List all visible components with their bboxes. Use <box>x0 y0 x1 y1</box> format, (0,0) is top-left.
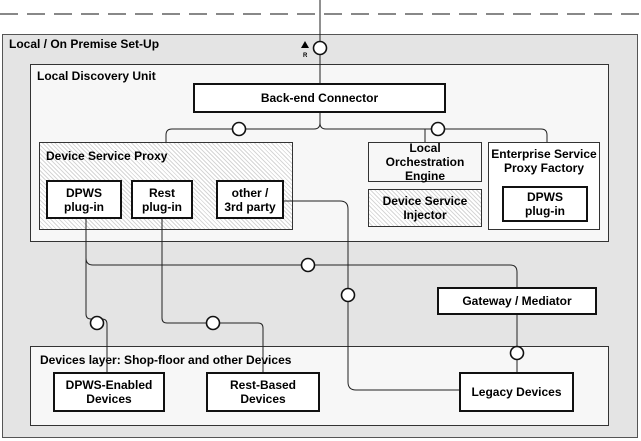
interface-circle-dpws-devices <box>89 315 105 331</box>
injector-line1: Device Service <box>382 194 468 208</box>
local-setup-title: Local / On Premise Set-Up <box>9 37 160 51</box>
arrow-up-icon <box>301 41 309 48</box>
rest-devices-line2: Devices <box>240 392 286 406</box>
legacy-devices-label: Legacy Devices <box>471 385 562 399</box>
other-plugin-line2: 3rd party <box>224 199 276 214</box>
factory-dpws-line2: plug-in <box>525 204 565 218</box>
rest-plugin-line2: plug-in <box>142 199 182 214</box>
backend-connector-label: Back-end Connector <box>260 91 379 105</box>
dpws-plugin-line2: plug-in <box>64 199 104 214</box>
backend-connector[interactable]: Back-end Connector <box>193 83 446 113</box>
other-plugin-line1: other / <box>231 185 269 200</box>
interface-circle-legacy-route <box>340 287 356 303</box>
injector-line2: Injector <box>403 208 447 222</box>
interface-circle-gateway-route <box>300 257 316 273</box>
other-plugin-label: other /3rd party <box>218 182 282 217</box>
factory-dpws-line1: DPWS <box>526 190 563 204</box>
legacy-devices[interactable]: Legacy Devices <box>459 372 574 412</box>
other-plugin[interactable]: other /3rd party <box>216 180 284 219</box>
interface-circle-proxy <box>231 121 247 137</box>
gateway-label: Gateway / Mediator <box>462 294 572 308</box>
orchestration-line1: Local Orchestration <box>385 141 465 169</box>
interface-circle-gateway <box>509 345 525 361</box>
rest-devices-line1: Rest-Based <box>229 378 297 392</box>
gateway-mediator[interactable]: Gateway / Mediator <box>437 287 597 315</box>
factory-line1: Enterprise Service <box>491 147 597 161</box>
dpws-devices-line2: Devices <box>86 392 132 406</box>
dpws-devices-line1: DPWS-Enabled <box>65 378 153 392</box>
interface-marker: R <box>303 53 308 59</box>
device-proxy-title: Device Service Proxy <box>46 149 168 163</box>
interface-circle-orchestration <box>430 121 446 137</box>
orchestration-line2: Engine <box>404 169 445 183</box>
discovery-unit-title: Local Discovery Unit <box>37 69 156 83</box>
factory-line2: Proxy Factory <box>503 161 585 175</box>
dpws-plugin-line1: DPWS <box>65 185 102 200</box>
rest-plugin-line1: Rest <box>148 185 175 200</box>
interface-circle-rest-devices <box>205 315 221 331</box>
devices-layer-title: Devices layer: Shop-floor and other Devi… <box>40 353 292 367</box>
interface-circle-top <box>312 40 328 56</box>
